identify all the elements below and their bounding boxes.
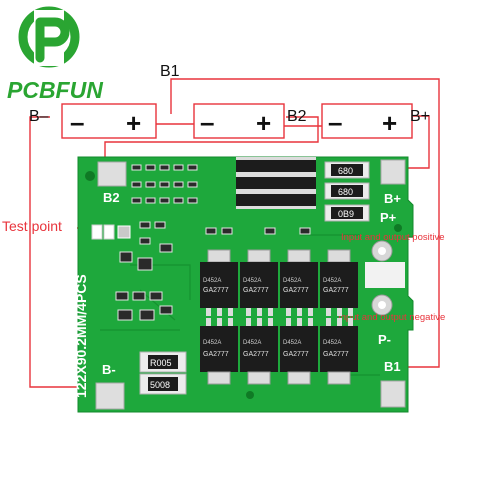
board-silkscreen: 122X90.2MM/4PCS	[73, 274, 89, 398]
mosfet-top-code-4: D452A	[323, 278, 341, 284]
label-b-plus: B+	[410, 108, 430, 125]
pad-labels: B2 B+ P+ P- B- B1	[102, 190, 401, 377]
mosfet-top-code-3: D452A	[283, 278, 301, 284]
test-point-pads	[91, 224, 131, 240]
mosfet-top-1: D452A GA2777	[200, 249, 238, 316]
mosfet-top-label-4: GA2777	[323, 287, 349, 294]
battery-1-minus: –	[70, 107, 84, 137]
mosfet-bottom-1: D452A GA2777	[200, 318, 238, 385]
pad-label-p-minus: P-	[378, 332, 391, 347]
brand-name: PCBFUN	[7, 77, 103, 103]
mosfet-bottom-label-2: GA2777	[243, 351, 269, 358]
pcb-board: B2 B+ P+ P- B- B1 Input and output posit…	[73, 156, 445, 413]
pad-b-plus	[380, 159, 406, 185]
mosfet-top-code-1: D452A	[203, 278, 221, 284]
mosfet-array: D452AGA2777D452AGA2777D452AGA2777D452AGA…	[200, 249, 358, 385]
mosfet-bottom-code-3: D452A	[283, 340, 301, 346]
smd-components	[115, 164, 311, 321]
resistor-top-3: 0B9	[338, 209, 354, 219]
label-b-minus: B–	[29, 108, 49, 125]
mosfet-bottom-label-3: GA2777	[283, 351, 309, 358]
mosfet-top-3: D452A GA2777	[280, 249, 318, 316]
mosfet-top-label-1: GA2777	[203, 287, 229, 294]
pad-label-b1: B1	[384, 359, 401, 374]
pad-label-b-minus: B-	[102, 362, 116, 377]
pad-b-minus	[95, 382, 125, 410]
battery-1-plus: +	[126, 108, 141, 138]
solder-pads	[95, 159, 406, 410]
pad-b2	[97, 161, 127, 187]
current-sense-resistors: R005 5008	[139, 351, 187, 395]
pcb-mounting-holes	[85, 171, 402, 399]
label-input-positive: Input and output positive	[341, 232, 445, 243]
pad-b1	[380, 380, 406, 408]
battery-3-plus: +	[382, 108, 397, 138]
output-terminals	[365, 240, 405, 316]
mosfet-top-2: D452A GA2777	[240, 249, 278, 316]
resistor-top-1: 680	[338, 166, 353, 176]
resistor-bottom-2: 5008	[150, 380, 170, 390]
logo-mark-icon	[18, 6, 80, 68]
battery-cell-2: – +	[193, 103, 285, 139]
label-b2: B2	[287, 108, 307, 125]
controller-ics	[236, 157, 316, 209]
mosfet-top-label-2: GA2777	[243, 287, 269, 294]
mosfet-bottom-code-1: D452A	[203, 340, 221, 346]
pad-label-b-plus: B+	[384, 191, 401, 206]
resistor-top-2: 680	[338, 187, 353, 197]
battery-cell-3: – +	[321, 103, 413, 139]
label-input-negative: Input and output negative	[338, 312, 445, 323]
brand-logo: PCBFUN	[7, 6, 103, 103]
battery-cell-1: – +	[61, 103, 157, 139]
wire-labels: B1 B– B2 B+ Test point	[2, 63, 430, 234]
pad-label-b2: B2	[103, 190, 120, 205]
mosfet-bottom-label-4: GA2777	[323, 351, 349, 358]
battery-3-minus: –	[328, 107, 342, 137]
label-test-point: Test point	[2, 218, 62, 234]
mosfet-bottom-2: D452A GA2777	[240, 318, 278, 385]
battery-2-plus: +	[256, 108, 271, 138]
mosfet-top-4: D452A GA2777	[320, 249, 358, 316]
label-b1: B1	[160, 63, 180, 80]
battery-cells: – + – + – +	[61, 103, 413, 139]
pad-label-p-plus: P+	[380, 210, 397, 225]
battery-2-minus: –	[200, 107, 214, 137]
mosfet-bottom-3: D452A GA2777	[280, 318, 318, 385]
mosfet-top-label-3: GA2777	[283, 287, 309, 294]
mosfet-bottom-4: D452A GA2777	[320, 318, 358, 385]
shunt-resistors-top: 680 680 0B9	[324, 161, 370, 222]
resistor-bottom-1: R005	[150, 358, 172, 368]
mosfet-bottom-code-4: D452A	[323, 340, 341, 346]
mosfet-top-code-2: D452A	[243, 278, 261, 284]
mosfet-bottom-label-1: GA2777	[203, 351, 229, 358]
mosfet-bottom-code-2: D452A	[243, 340, 261, 346]
